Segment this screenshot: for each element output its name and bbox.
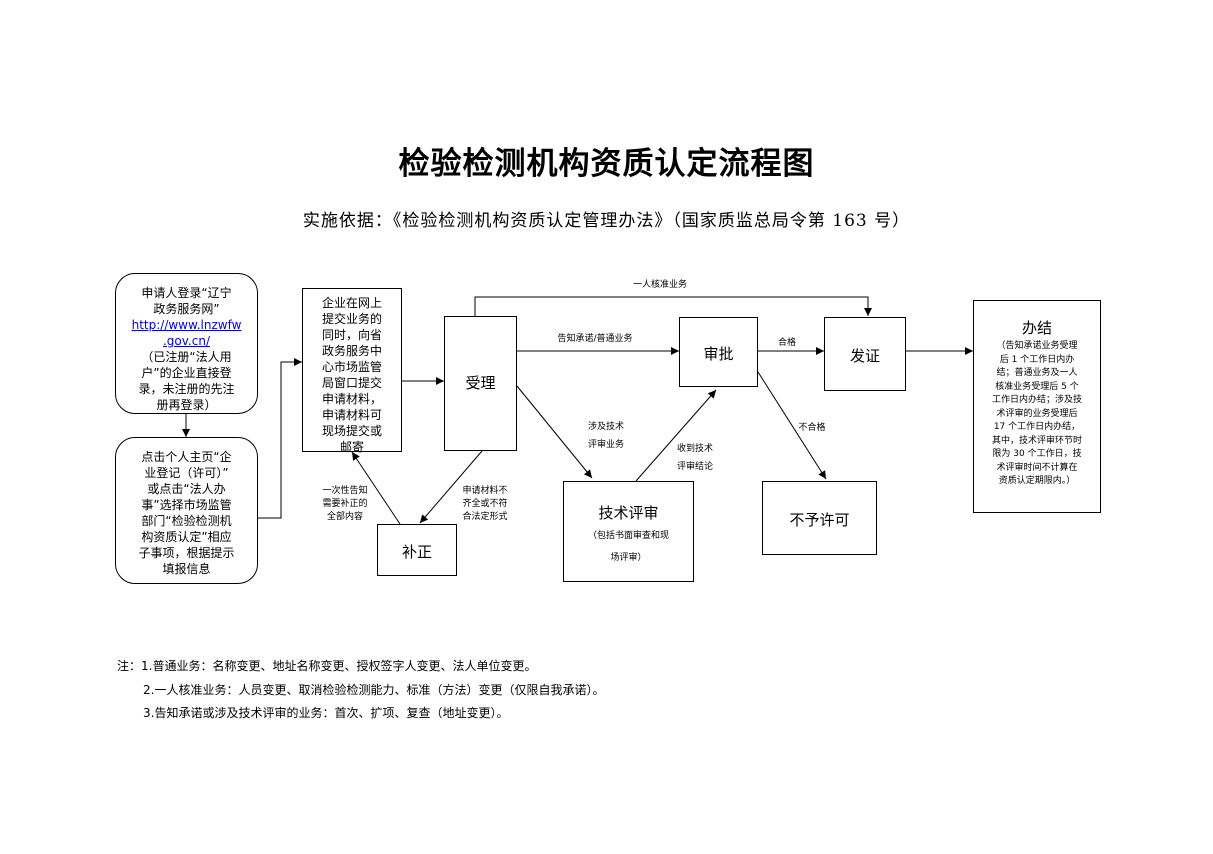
login-line: （已注册“法人用 <box>141 350 232 364</box>
accept-node <box>444 316 517 451</box>
issue-node <box>824 317 906 391</box>
click-node-text: 点击个人主页“企 业登记（许可）” 或点击“法人办 事”选择市场监管 部门“检验… <box>115 449 258 577</box>
edge-label-line: 申请材料不 <box>462 486 508 496</box>
tech-review-note: 场评审） <box>610 553 647 563</box>
approve-node-label: 审批 <box>703 345 734 363</box>
arrow-accept-to-supplement <box>419 450 483 524</box>
finish-node <box>973 300 1101 513</box>
tech-review-note: （包括书面审查和现 <box>587 531 669 541</box>
edge-label-tech-involved: 涉及技术 评审业务 <box>578 418 634 454</box>
edge-label-line: 涉及技术 <box>587 422 624 432</box>
finish-line: 后 1 个工作日内办 <box>999 354 1075 365</box>
finish-node-text: 办结 （告知承诺业务受理 后 1 个工作日内办 结；普通业务及一人 核准业务受理… <box>976 318 1098 489</box>
submit-line: 心市场监管 <box>321 360 382 374</box>
login-line: 册再登录） <box>156 398 217 412</box>
edge-label-qualified: 合格 <box>777 338 796 348</box>
edge-label-line: 收到技术 <box>676 444 713 454</box>
edge-label-line: 评审结论 <box>676 462 713 472</box>
edge-label-line: 全部内容 <box>326 512 363 522</box>
accept-node-label: 受理 <box>465 374 496 392</box>
edge-label-line: 需要补正的 <box>322 499 368 509</box>
finish-line: 17 个工作日内办结， <box>993 422 1081 432</box>
arrow-supplement-to-submit <box>351 451 401 525</box>
click-line: 点击个人主页“企 <box>141 450 232 464</box>
submit-line: 同时，向省 <box>321 328 382 342</box>
finish-line: （告知承诺业务受理 <box>996 341 1078 351</box>
login-line: 录，未注册的先注 <box>138 382 235 396</box>
login-line: 政务服务网” <box>153 302 220 316</box>
edge-label-incomplete: 申请材料不 齐全或不符 合法定形式 <box>452 485 518 524</box>
footnote-3: 3.告知承诺或涉及技术评审的业务：首次、扩项、复查（地址变更）。 <box>143 706 509 720</box>
finish-line: 术评审的业务受理后 <box>996 408 1078 419</box>
submit-line: 企业在网上 <box>321 296 382 310</box>
submit-line: 邮寄 <box>339 440 364 454</box>
reject-node-label: 不予许可 <box>789 511 850 529</box>
click-line: 或点击“法人办 <box>147 482 226 496</box>
click-line: 事”选择市场监管 <box>141 498 232 512</box>
login-node <box>115 273 258 414</box>
arrow-tech-to-approve <box>635 389 717 482</box>
finish-line: 资质认定期限内。） <box>998 476 1076 486</box>
submit-node <box>302 288 402 452</box>
login-line: 户”的企业直接登 <box>141 366 232 380</box>
footnote-1: 注：1.普通业务：名称变更、地址名称变更、授权签字人变更、法人单位变更。 <box>117 659 537 673</box>
footnote-2: 2.一人核准业务：人员变更、取消检验检测能力、标准（方法）变更（仅限自我承诺）。 <box>143 683 605 697</box>
arrow-one-person <box>474 296 872 316</box>
page-subtitle: 实施依据：《检验检测机构资质认定管理办法》（国家质监总局令第 163 号） <box>302 211 911 231</box>
submit-line: 申请材料可 <box>321 408 382 422</box>
finish-title: 办结 <box>1021 319 1052 337</box>
arrow-accept-to-tech <box>516 385 593 479</box>
page-title: 检验检测机构资质认定流程图 <box>398 146 815 182</box>
login-line: 申请人登录“辽宁 <box>141 286 232 300</box>
tech-review-title: 技术评审 <box>598 504 659 522</box>
reject-node <box>762 481 877 555</box>
click-line: 子事项，根据提示 <box>138 546 235 560</box>
login-node-text: 申请人登录“辽宁 政务服务网” http://www.lnzwfw .gov.c… <box>115 285 258 413</box>
tech-review-node-text: 技术评审 （包括书面审查和现 场评审） <box>563 503 694 569</box>
click-node <box>115 437 258 584</box>
submit-line: 申请材料， <box>321 392 382 406</box>
edge-label-line: 一次性告知 <box>322 486 368 496</box>
edge-label-one-person: 一人核准业务 <box>632 280 687 290</box>
edge-label-tech-conclusion: 收到技术 评审结论 <box>667 440 723 476</box>
supplement-node <box>377 524 457 576</box>
edge-label-line: 评审业务 <box>587 440 624 450</box>
portal-link[interactable]: http://www.lnzwfw <box>131 318 242 332</box>
edge-label-line: 齐全或不符 <box>462 499 508 509</box>
portal-link[interactable]: .gov.cn/ <box>162 334 210 348</box>
click-line: 部门“检验检测机 <box>141 514 232 528</box>
click-line: 构资质认定”相应 <box>141 530 232 544</box>
tech-review-node <box>563 481 694 582</box>
click-line: 业登记（许可）” <box>144 466 229 480</box>
edge-label-notify-general: 告知承诺/普通业务 <box>557 334 633 344</box>
issue-node-label: 发证 <box>849 347 880 365</box>
supplement-node-label: 补正 <box>401 543 432 561</box>
arrow-click-to-submit <box>258 358 302 519</box>
finish-line: 结；普通业务及一人 <box>996 368 1078 378</box>
edge-label-line: 合法定形式 <box>462 512 508 522</box>
edge-label-notify-once: 一次性告知 需要补正的 全部内容 <box>312 485 378 524</box>
finish-line: 核准业务受理后 5 个 <box>995 381 1079 392</box>
finish-line: 限为 30 个工作日，技 <box>992 449 1082 459</box>
arrow-approve-to-reject <box>757 371 827 480</box>
edge-label-unqualified: 不合格 <box>798 423 826 433</box>
submit-line: 政务服务中 <box>321 344 382 358</box>
submit-line: 局窗口提交 <box>321 376 382 390</box>
finish-line: 术评审时间不计算在 <box>996 462 1078 473</box>
submit-line: 现场提交或 <box>321 424 382 438</box>
approve-node <box>679 317 758 387</box>
click-line: 填报信息 <box>162 562 211 576</box>
submit-node-text: 企业在网上 提交业务的 同时，向省 政务服务中 心市场监管 局窗口提交 申请材料… <box>302 295 402 455</box>
submit-line: 提交业务的 <box>321 312 382 326</box>
finish-line: 工作日内办结；涉及技 <box>991 395 1082 405</box>
finish-line: 其中，技术评审环节时 <box>991 435 1082 446</box>
